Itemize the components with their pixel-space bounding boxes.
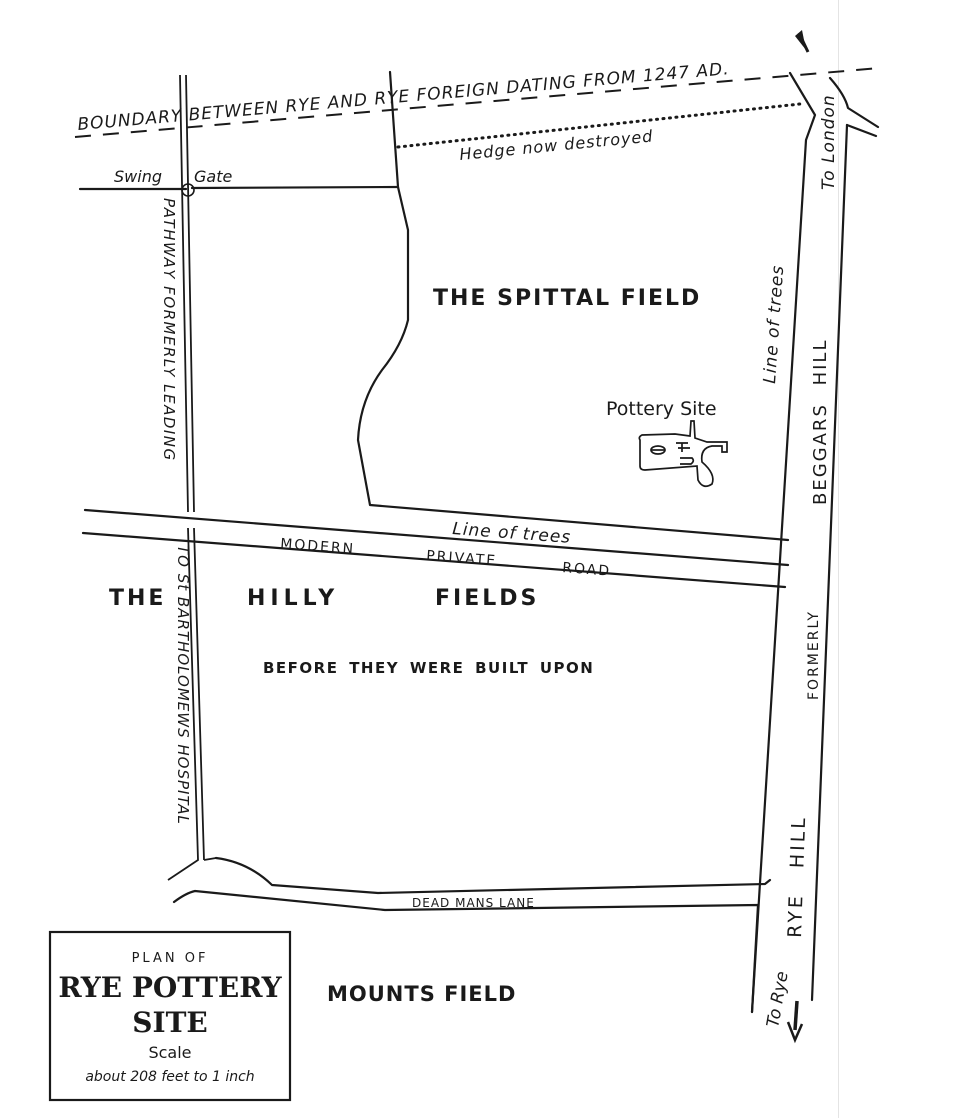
title-box-scale-label: Scale	[148, 1043, 191, 1062]
boundary-line	[74, 67, 881, 138]
hilly-fields-label-hilly: HILLY	[247, 586, 339, 611]
swing-gate-label-right: Gate	[194, 167, 232, 186]
hilly-fields-label-fields: FIELDS	[435, 586, 539, 611]
spittal-field-west-boundary	[356, 70, 790, 542]
arrow-down-to-rye-icon	[786, 1000, 804, 1044]
mounts-field-label: MOUNTS FIELD	[327, 982, 516, 1006]
swing-gate-hedge-right	[190, 185, 400, 190]
modern-private-road	[81, 508, 790, 589]
to-london-label: To London	[819, 94, 839, 190]
to-rye-label: To Rye	[763, 970, 792, 1029]
title-box-line2: RYE POTTERY	[58, 971, 282, 1004]
hilly-fields-sublabel: BEFORE THEY WERE BUILT UPON	[263, 659, 594, 677]
arrow-up-to-london-icon	[795, 30, 810, 53]
hedge-line	[396, 102, 802, 149]
pottery-site-kiln-icon	[638, 420, 728, 488]
title-box-line1: PLAN OF	[132, 951, 209, 966]
spittal-field-label: THE SPITTAL FIELD	[433, 286, 701, 311]
swing-gate-icon	[181, 183, 195, 197]
dead-mans-lane-label: DEAD MANS LANE	[412, 896, 535, 910]
road-label-modern: MODERN	[280, 536, 356, 558]
road-label-private: PRIVATE	[426, 548, 498, 569]
trees-vertical-label: Line of trees	[760, 264, 788, 384]
dead-mans-lane	[172, 856, 772, 1014]
pathway-lines	[167, 74, 217, 881]
beggars-hill-label: BEGGARS HILL	[810, 339, 831, 506]
boundary-label: BOUNDARY BETWEEN RYE AND RYE FOREIGN DAT…	[77, 59, 731, 135]
title-box-frame	[48, 930, 292, 1102]
pathway-label-upper: PATHWAY FORMERLY LEADING	[160, 198, 178, 462]
title-box-scale-value: about 208 feet to 1 inch	[85, 1069, 254, 1085]
title-box-line3: SITE	[132, 1006, 208, 1039]
swing-gate-label-left: Swing	[114, 167, 162, 186]
hedge-label: Hedge now destroyed	[459, 126, 655, 164]
rye-hill-label: RYE HILL	[784, 815, 810, 938]
beggars-hill-road	[750, 71, 880, 1014]
page-edge	[838, 0, 839, 1118]
pathway-label-lower: TO St BARTHOLOMEWS HOSPITAL	[174, 545, 192, 825]
hilly-fields-label-the: THE	[109, 586, 166, 611]
pottery-site-label: Pottery Site	[606, 398, 717, 420]
formerly-label: FORMERLY	[806, 610, 822, 700]
road-label-road: ROAD	[562, 560, 612, 580]
